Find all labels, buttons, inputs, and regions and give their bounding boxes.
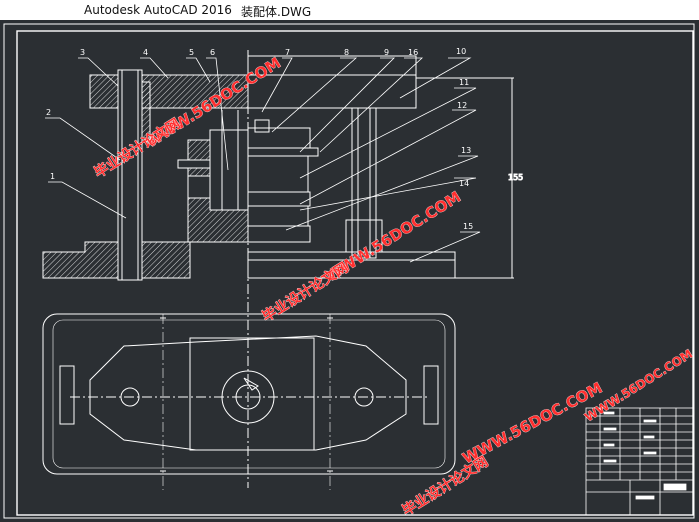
watermark-cn-2: 毕业设计论文网 (259, 259, 351, 325)
cad-drawing[interactable]: 155 3 4 5 6 7 8 9 16 10 11 12 2 13 14 1 (0, 20, 699, 522)
part-number-16: 16 (408, 48, 418, 57)
app-title: Autodesk AutoCAD 2016 (84, 3, 232, 17)
part-number-8: 8 (344, 48, 349, 57)
sheet-border-inner (16, 30, 694, 516)
part-number-15: 15 (463, 222, 473, 231)
part-number-14: 14 (459, 179, 469, 188)
base-plate-left (42, 241, 191, 279)
part-number-6: 6 (210, 48, 215, 57)
part-number-12: 12 (457, 101, 467, 110)
part-number-3: 3 (80, 48, 85, 57)
part-number-10: 10 (456, 47, 466, 56)
part-number-9: 9 (384, 48, 389, 57)
right-guide-post (351, 107, 377, 259)
document-title: 装配体.DWG (241, 5, 312, 19)
part-number-5: 5 (189, 48, 194, 57)
plan-base-outline (42, 313, 456, 475)
top-plan-view[interactable] (42, 313, 456, 490)
part-number-11: 11 (459, 78, 469, 87)
drawing-canvas[interactable]: 155 3 4 5 6 7 8 9 16 10 11 12 2 13 14 1 (0, 20, 699, 522)
watermark-cn-3: 毕业设计论文网 (399, 453, 491, 519)
plan-die-outline (89, 335, 407, 451)
svg-text:155: 155 (508, 173, 523, 182)
plan-punch-block (189, 337, 315, 451)
part-labels: 3 4 5 6 7 8 9 16 10 11 12 2 13 14 1 15 (46, 47, 473, 231)
part-number-2: 2 (46, 108, 51, 117)
title-bar: Autodesk AutoCAD 2016 装配体.DWG (0, 0, 699, 20)
watermarks: WWW.56DOC.COM 毕业设计论文网 WWW.56DOC.COM 毕业设计… (91, 53, 696, 519)
part-number-7: 7 (285, 48, 290, 57)
title-block[interactable] (585, 407, 694, 516)
guide-bushing (141, 81, 151, 143)
part-number-1: 1 (50, 172, 55, 181)
part-number-4: 4 (143, 48, 148, 57)
part-number-13: 13 (461, 146, 471, 155)
leader-lines (45, 57, 481, 263)
sheet-border-outer (3, 23, 695, 519)
upper-plate-left (89, 74, 119, 109)
front-section-view[interactable]: 15 5 (42, 50, 524, 488)
